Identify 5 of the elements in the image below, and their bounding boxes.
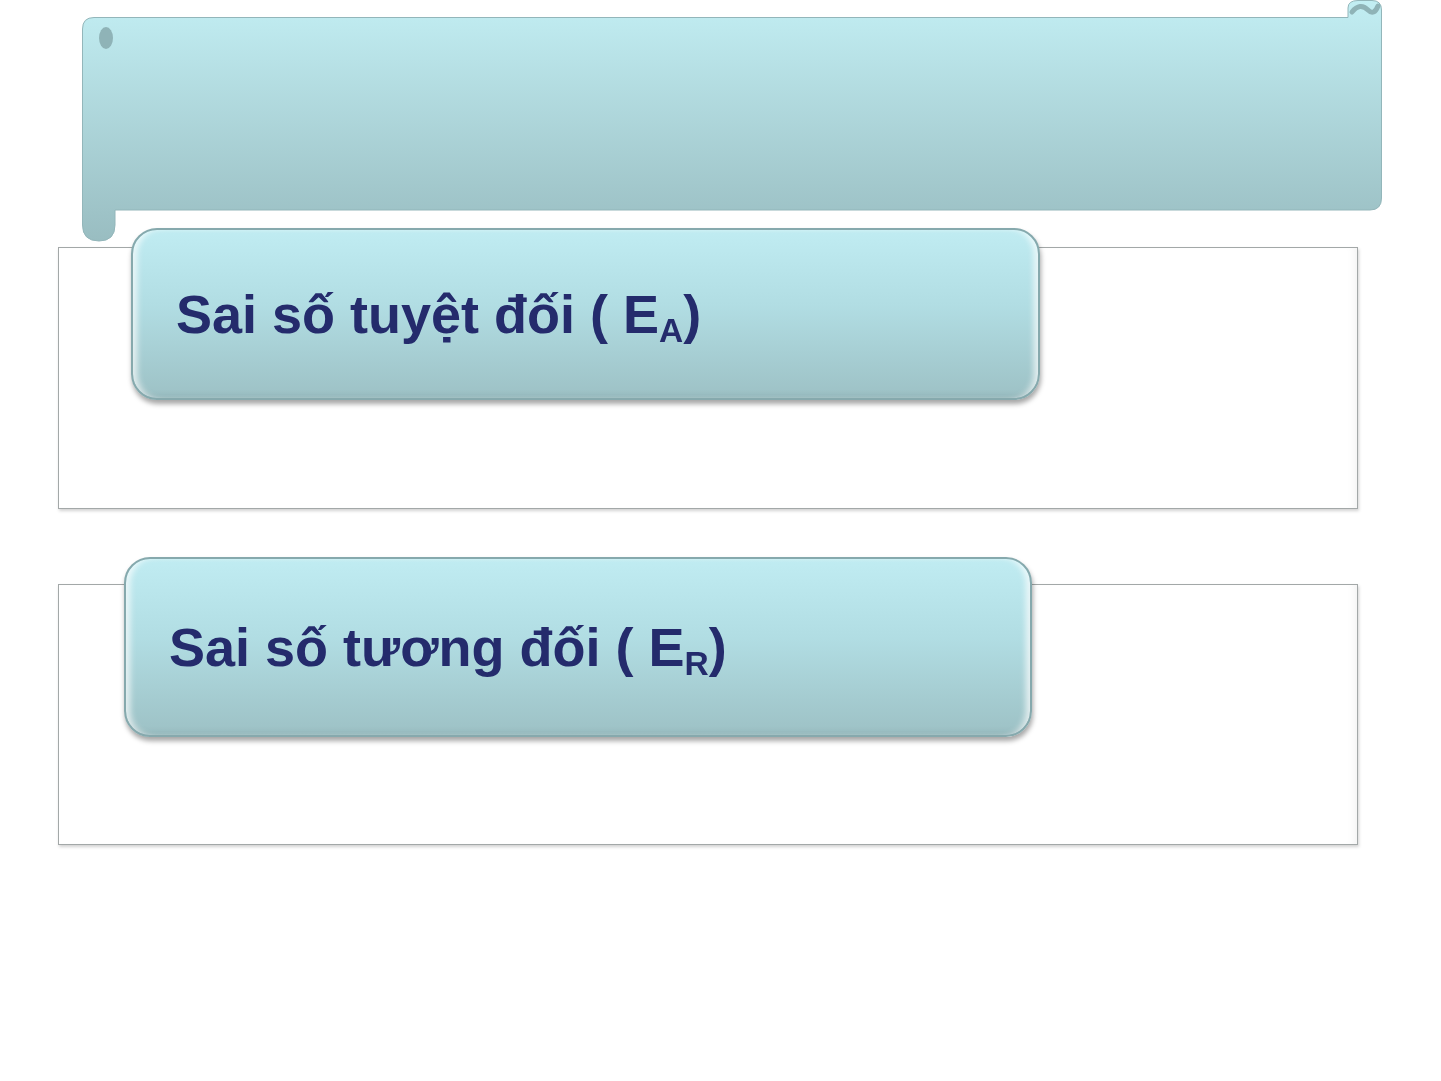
term-heading: Sai số tương đối ( E$_{R}$) <box>169 615 727 679</box>
term-panel <box>131 228 1040 400</box>
term-heading: Sai số tuyệt đối ( E$_{A}$) <box>176 282 702 346</box>
term-panel <box>124 557 1032 737</box>
scroll-banner <box>82 0 1382 242</box>
